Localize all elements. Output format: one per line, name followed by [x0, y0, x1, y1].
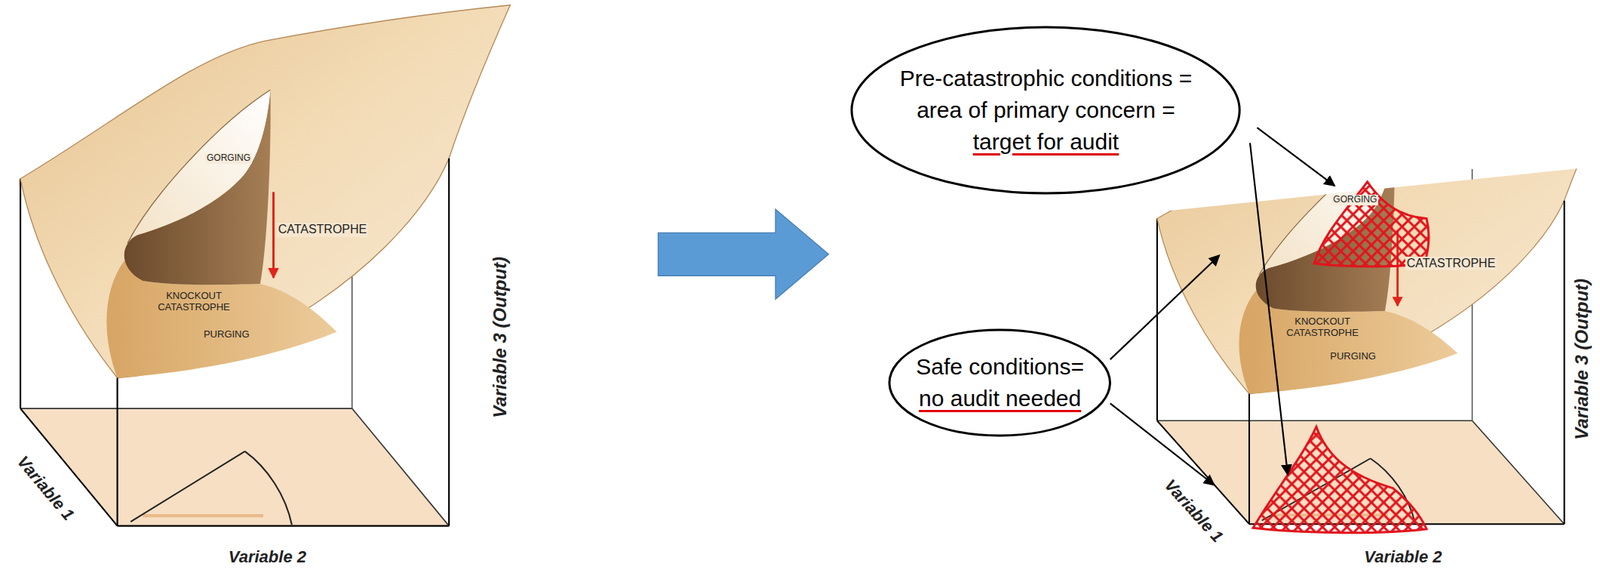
- callout-body: Safe conditions=no audit needed: [915, 350, 1085, 415]
- ellipse-shape: [851, 27, 1240, 194]
- surface-label: GORGING: [1331, 194, 1379, 206]
- surface-label: KNOCKOUT CATASTROPHE: [1280, 316, 1365, 339]
- callout-text: Safe conditions=: [915, 350, 1085, 383]
- surface-label: KNOCKOUT CATASTROPHE: [151, 290, 237, 314]
- ellipse-outline: [887, 328, 1112, 437]
- callout-ellipse: Pre-catastrophic conditions = area of pr…: [850, 25, 1241, 195]
- ellipse-shape: [889, 329, 1110, 436]
- risk-hatch: [1252, 426, 1427, 532]
- leader-arrow: [1110, 402, 1215, 485]
- leader-arrow: [1110, 254, 1220, 360]
- leader-arrow: [1249, 142, 1288, 475]
- scaled-art: [20, 5, 1600, 533]
- transition-arrow: [657, 208, 829, 299]
- axis-label: Variable 3 (Output): [1571, 276, 1593, 442]
- axis-label: Variable 2: [227, 546, 308, 566]
- surface-label: GORGING: [205, 153, 252, 164]
- surface-label: CATASTROPHE: [276, 222, 369, 237]
- surface-label: CATASTROPHE: [1405, 256, 1498, 271]
- surface-label: PURGING: [202, 328, 252, 341]
- leader-arrow: [1257, 127, 1336, 186]
- surface-label: PURGING: [1328, 350, 1378, 363]
- callout-text: target for audit: [890, 125, 1201, 158]
- callout-text: Pre-catastrophic conditions = area of pr…: [890, 62, 1201, 126]
- cube-front: [117, 158, 450, 526]
- callout-body: Pre-catastrophic conditions = area of pr…: [890, 62, 1201, 158]
- axis-label: Variable 2: [1362, 546, 1444, 566]
- callout-ellipse: Safe conditions=no audit needed: [887, 328, 1112, 437]
- catastrophe-surface: [20, 5, 510, 378]
- left-panel: [20, 5, 510, 526]
- callout-text: no audit needed: [915, 382, 1085, 415]
- axis-label: Variable 3 (Output): [489, 254, 511, 419]
- risk-hatch: [1314, 181, 1429, 267]
